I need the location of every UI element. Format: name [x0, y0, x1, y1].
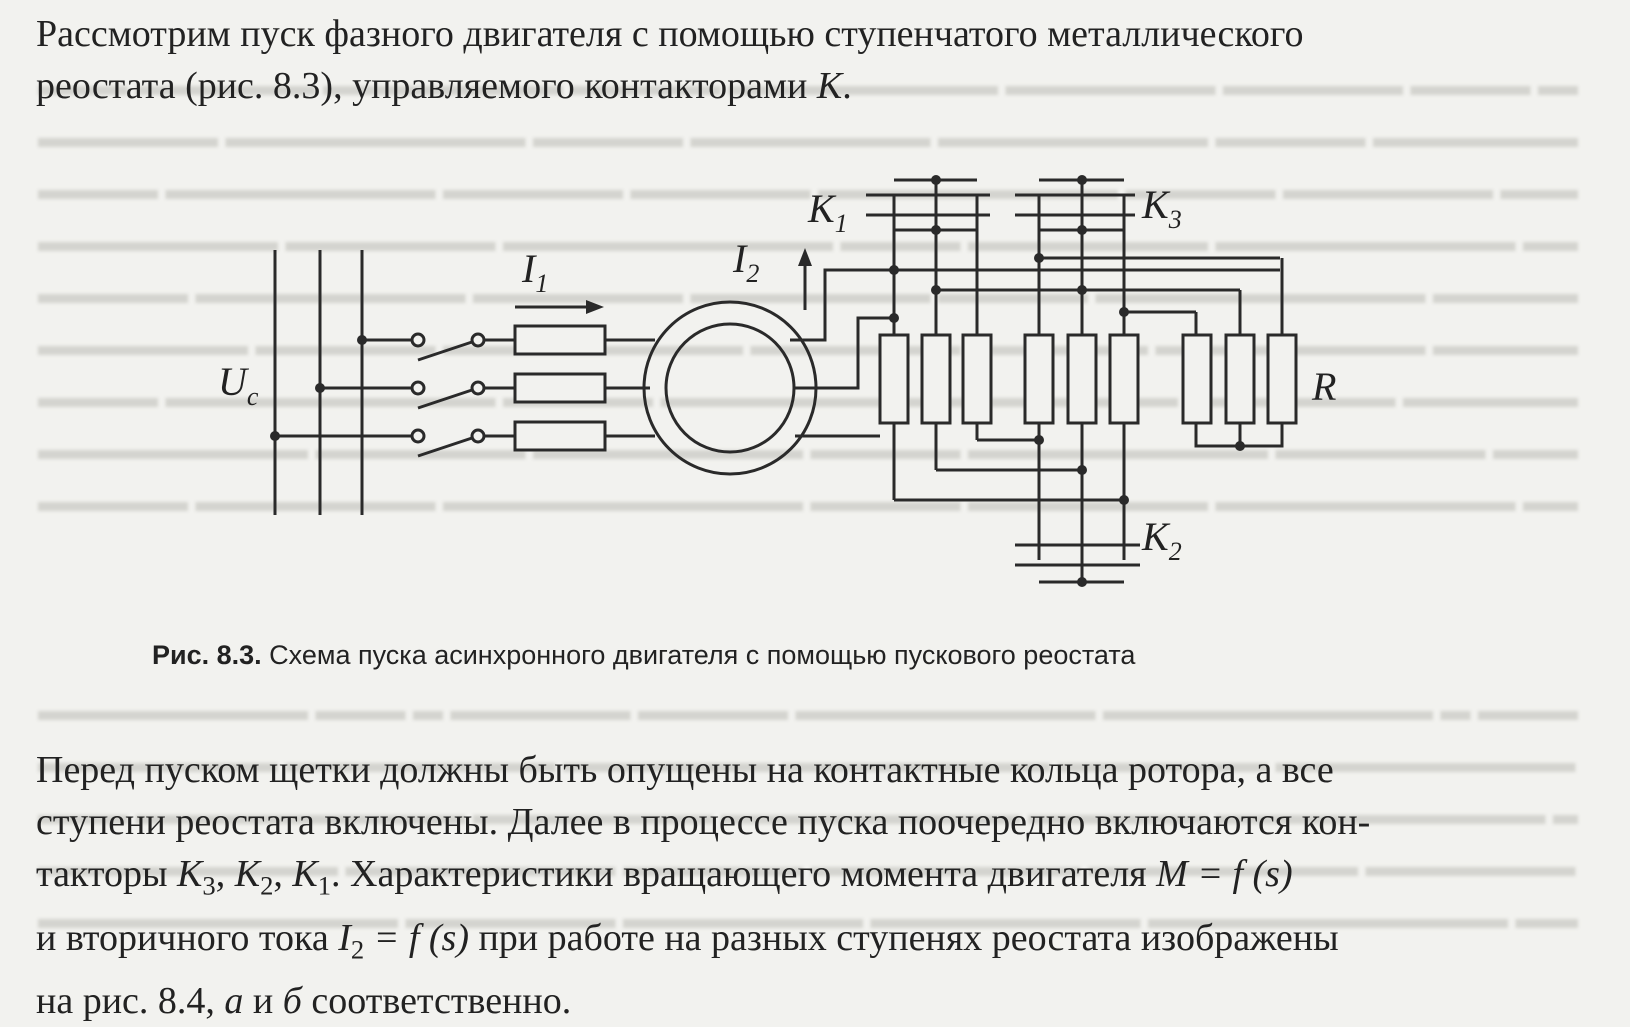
contactor-k2 — [1015, 543, 1140, 587]
stator-windings — [513, 324, 655, 452]
intro-line-2-text: реостата (рис. 8.3), управляемого контак… — [36, 65, 817, 107]
current-i2-arrow — [798, 248, 812, 310]
intro-paragraph: Рассмотрим пуск фазного двигателя с помо… — [36, 8, 1596, 112]
current-formula: = f (s) — [364, 916, 469, 959]
intro-line-2: реостата (рис. 8.3), управляемого контак… — [36, 60, 1596, 112]
stator-current-label: I1 — [521, 246, 548, 298]
motor-start-circuit-diagram: Uс I1 I2 K1 K3 K2 R — [218, 175, 1336, 587]
k3-subscript: 3 — [202, 870, 216, 901]
procedure-line-4-text: и вторичного тока — [36, 916, 339, 959]
rheostat-r-label: R — [1311, 364, 1336, 409]
current-i1-arrow — [515, 300, 604, 314]
stator-feed-wires — [270, 335, 412, 441]
k1-subscript: 1 — [317, 870, 332, 901]
k3-symbol: K — [177, 853, 203, 895]
procedure-line-5-end: соответственно. — [301, 980, 572, 1023]
procedure-line-3: такторы K3, K2, K1. Характеристики враща… — [36, 848, 1596, 912]
contactor-symbol-k: K — [816, 65, 843, 107]
separator-2: , — [273, 853, 293, 895]
contactor-k3 — [1015, 175, 1135, 235]
rheostat-stage-3 — [1181, 258, 1298, 451]
procedure-line-1: Перед пуском щетки должны быть опущены н… — [36, 749, 1334, 791]
procedure-line-4: и вторичного тока I2 = f (s) при работе … — [36, 912, 1596, 976]
i2-subscript: 2 — [350, 934, 365, 965]
procedure-line-5-text: на рис. 8.4, — [36, 980, 225, 1023]
motor-rotor-rings — [642, 300, 818, 476]
contactor-k1 — [866, 175, 990, 235]
supply-voltage-label: Uс — [218, 359, 259, 411]
procedure-line-2: ступени реостата включены. Далее в проце… — [36, 801, 1371, 843]
figure-number: Рис. 8.3. — [152, 640, 262, 670]
contactor-k1-label: K1 — [807, 186, 848, 238]
figure-caption: Рис. 8.3. Схема пуска асинхронного двига… — [152, 640, 1135, 671]
show-through-text-lower: ▬▬▬▬▬▬▬▬▬ ▬▬▬ ▬ ▬▬▬▬▬▬ ▬▬▬▬▬ ▬▬▬▬▬▬▬▬▬▬ … — [38, 694, 1578, 935]
intro-line-2-period: . — [842, 65, 852, 107]
figure-ref-a: а — [224, 980, 244, 1023]
intro-line-1: Рассмотрим пуск фазного двигателя с помо… — [36, 13, 1304, 55]
torque-formula: M = f (s) — [1156, 853, 1293, 895]
k2-subscript: 2 — [260, 870, 274, 901]
figure-caption-text: Схема пуска асинхронного двигателя с пом… — [261, 640, 1136, 670]
procedure-line-3-text: такторы — [36, 853, 178, 895]
figure-ref-b: б — [282, 980, 302, 1023]
procedure-paragraph: Перед пуском щетки должны быть опущены н… — [36, 744, 1596, 1027]
k2-symbol: K — [234, 853, 261, 895]
rheostat-stage-2 — [1023, 180, 1280, 425]
main-switch — [410, 332, 515, 458]
contactor-k3-label: K3 — [1141, 182, 1182, 234]
rotor-output-wires — [790, 268, 880, 438]
procedure-line-4-text-b: при работе на разных ступенях реостата и… — [468, 916, 1339, 959]
supply-bus — [273, 250, 364, 515]
separator-1: , — [215, 853, 235, 895]
contactor-k2-label: K2 — [1141, 514, 1182, 566]
show-through-text: ▬▬▬ ▬▬▬▬▬▬ ▬▬▬▬▬▬▬▬ ▬▬▬▬▬ ▬▬▬▬▬▬▬▬▬ ▬▬▬▬… — [38, 69, 1578, 518]
i2-symbol: I — [338, 916, 351, 959]
rotor-current-label: I2 — [732, 236, 759, 288]
procedure-line-3-text-b: . Характеристики вращающего момента двиг… — [331, 853, 1157, 895]
rheostat-stage-1 — [878, 180, 1280, 425]
k1-symbol: K — [292, 853, 318, 895]
lower-interconnects — [892, 423, 1129, 582]
conjunction: и — [243, 980, 283, 1023]
procedure-line-5: на рис. 8.4, а и б соответственно. — [36, 975, 1596, 1027]
